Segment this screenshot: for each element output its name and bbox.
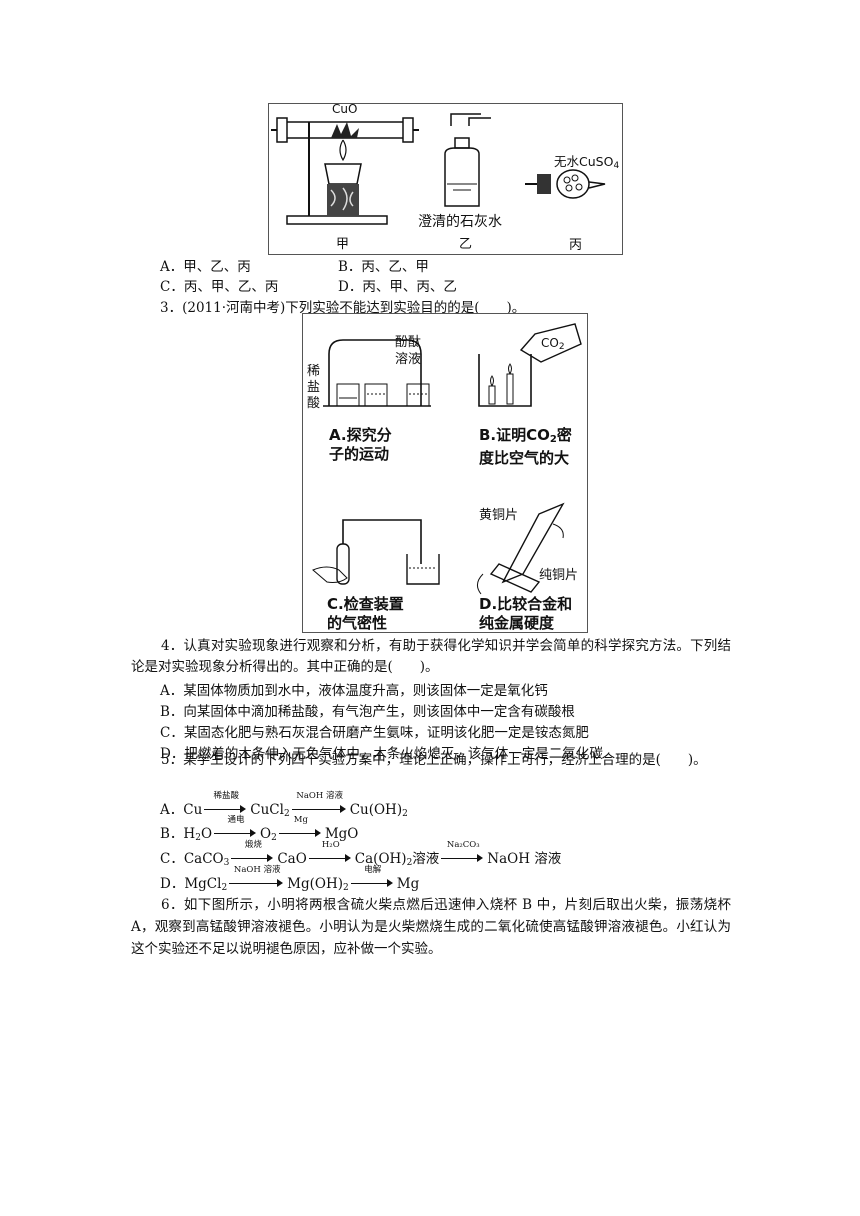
- arrow: NaOH 溶液: [229, 866, 285, 889]
- q4-option-b: B．向某固体中滴加稀盐酸，有气泡产生，则该固体中一定含有碳酸根: [160, 704, 575, 720]
- label-co2-bottle: CO2: [541, 336, 565, 352]
- label-hydrochloric-acid: 稀 盐 酸: [307, 364, 321, 411]
- q2-option-d: D．丙、甲、丙、乙: [338, 279, 457, 295]
- figure-experiments: 稀 盐 酸 酚酞 溶液 CO2 A.探究分 子的运动 B.证明CO2密度比空气的…: [302, 313, 588, 633]
- label-brass: 黄铜片: [479, 508, 519, 523]
- q2-option-b: B．丙、乙、甲: [338, 259, 429, 275]
- q4-option-d: D．把燃着的木条伸入无色气体中，木条火焰熄灭，该气体一定是二氧化碳: [160, 746, 603, 762]
- caption-d: D.比较合金和 纯金属硬度: [479, 595, 573, 632]
- q3-stem: 3．(2011·河南中考)下列实验不能达到实验目的的是( )。: [160, 300, 526, 316]
- arrow: 通电: [214, 816, 258, 839]
- label-phenolphthalein: 酚酞 溶液: [395, 335, 422, 367]
- arrow: 煅烧: [231, 841, 275, 864]
- label-cuso4: 无水CuSO4: [554, 154, 620, 171]
- q4-option-c: C．某固态化肥与熟石灰混合研磨产生氨味，证明该化肥一定是铵态氮肥: [160, 725, 589, 741]
- arrow: NaOH 溶液: [291, 792, 348, 815]
- caption-b: B.证明CO2密度比空气的大: [479, 426, 572, 467]
- q4-option-a: A．某固体物质加到水中，液体温度升高，则该固体一定是氧化钙: [160, 683, 548, 699]
- q2-option-c: C．丙、甲、乙、丙: [160, 279, 279, 295]
- q2-option-a: A．甲、乙、丙: [160, 259, 251, 275]
- q5-stem: 5．某学生设计的下列四个实验方案中，理论上正确，操作上可行，经济上合理的是( )…: [161, 752, 707, 768]
- arrow: 稀盐酸: [204, 792, 248, 815]
- label-yi: 乙: [459, 237, 473, 252]
- arrow: H₂O: [308, 841, 353, 864]
- arrow: 电解: [350, 866, 395, 889]
- label-jia: 甲: [336, 237, 350, 252]
- label-limewater: 澄清的石灰水: [418, 214, 502, 230]
- caption-a: A.探究分 子的运动: [329, 426, 392, 463]
- experiments-drawing: [312, 323, 582, 595]
- caption-c: C.检查装置 的气密性: [327, 595, 404, 632]
- q4-stem: 4．认真对实验现象进行观察和分析，有助于获得化学知识并学会简单的科学探究方法。下…: [131, 638, 731, 675]
- q6-stem: 6．如下图所示，小明将两根含硫火柴点燃后迅速伸入烧杯 B 中，片刻后取出火柴，振…: [131, 897, 731, 957]
- arrow: Mg: [278, 816, 323, 839]
- label-cuo: CuO: [332, 102, 358, 116]
- arrow: Na₂CO₃: [441, 841, 485, 864]
- figure-apparatus-1: CuO 澄清的石灰水 无水CuSO4 甲 乙 丙: [268, 102, 623, 255]
- apparatus-drawing: [271, 113, 606, 225]
- label-bing: 丙: [569, 238, 583, 253]
- label-pure-copper: 纯铜片: [539, 568, 579, 583]
